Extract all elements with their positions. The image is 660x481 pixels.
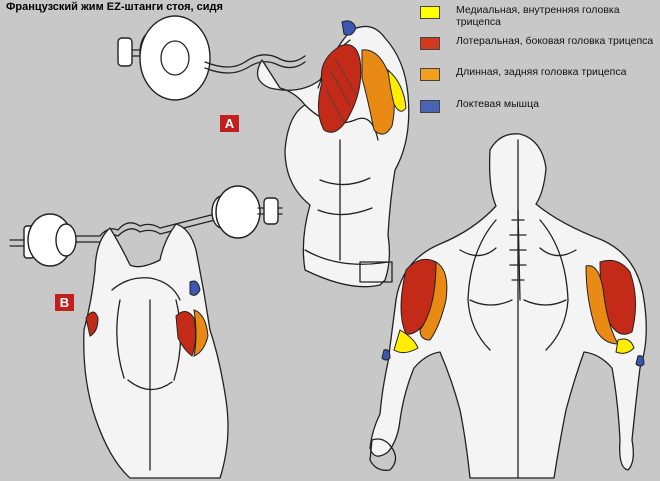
page-title: Французский жим EZ-штанги стоя, сидя [6,1,223,13]
muscle-anconeus-a [341,20,357,36]
figure-a-standing [117,15,410,288]
swatch-lateral [420,37,440,50]
legend-label-medial: Медиальная, внутренняя головка трицепса [456,4,620,28]
muscle-lateral-b-left [85,311,99,337]
muscle-medial-a [387,68,407,112]
muscle-lateral-a [318,44,362,133]
muscle-anconeus-back-right [635,355,645,367]
barbell-icon-b [9,185,283,267]
muscle-lateral-b [175,311,197,357]
swatch-medial [420,6,440,19]
muscle-medial-back-left [393,329,419,354]
swatch-long [420,68,440,81]
swatch-anconeus [420,100,440,113]
legend-label-anconeus: Локтевая мышца [456,98,539,110]
figure-b-seated [9,185,283,479]
muscle-anconeus-b [189,280,201,296]
muscle-anconeus-back-left [381,349,391,361]
legend-label-long: Длинная, задняя головка трицепса [456,66,627,78]
muscle-long-back-left [419,261,448,341]
badge-b: B [55,294,74,311]
barbell-icon [117,15,306,101]
figure-back-view [369,133,647,479]
badge-a: A [220,115,239,132]
bar-collar [117,37,133,67]
fist [369,438,397,471]
legend-label-lateral: Лотеральная, боковая головка трицепса [456,35,654,47]
weight-plate [139,15,211,101]
muscle-long-a [361,49,395,135]
muscle-medial-back-right [615,338,635,354]
muscle-long-b [193,309,209,357]
belt-buckle [359,261,393,283]
